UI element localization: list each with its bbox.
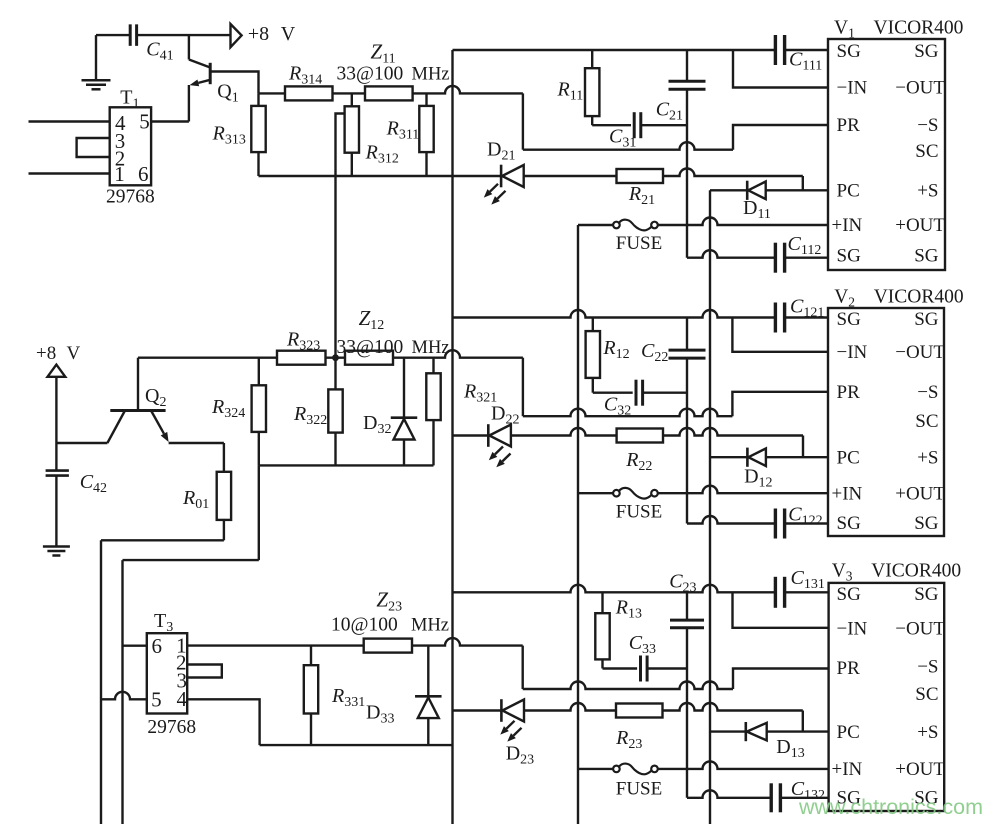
svg-text:PR: PR: [837, 658, 861, 679]
svg-text:−S: −S: [917, 657, 938, 678]
svg-text:+IN: +IN: [832, 215, 863, 236]
svg-text:V: V: [281, 23, 296, 45]
svg-text:29768: 29768: [147, 717, 196, 738]
svg-text:VICOR400: VICOR400: [874, 18, 964, 39]
svg-text:PR: PR: [837, 382, 861, 403]
svg-text:1: 1: [114, 162, 125, 186]
svg-text:+OUT: +OUT: [895, 759, 945, 780]
svg-text:−IN: −IN: [837, 618, 868, 639]
svg-text:SG: SG: [837, 788, 862, 809]
svg-text:FUSE: FUSE: [616, 233, 662, 254]
svg-text:V: V: [67, 343, 81, 364]
svg-text:3: 3: [176, 668, 187, 692]
svg-text:SG: SG: [837, 41, 862, 62]
svg-text:R322: R322: [293, 403, 327, 428]
svg-text:R11: R11: [557, 79, 584, 104]
svg-text:33@100: 33@100: [337, 63, 404, 84]
svg-text:SG: SG: [914, 41, 939, 62]
svg-text:+IN: +IN: [832, 759, 863, 780]
svg-text:6: 6: [138, 162, 149, 186]
svg-text:VICOR400: VICOR400: [874, 287, 964, 308]
svg-text:10@100: 10@100: [331, 615, 398, 636]
svg-text:MHz: MHz: [412, 64, 450, 84]
svg-text:SG: SG: [914, 246, 939, 267]
svg-text:SC: SC: [915, 411, 938, 432]
svg-text:−OUT: −OUT: [895, 618, 945, 639]
svg-text:5: 5: [139, 110, 150, 134]
svg-text:3: 3: [115, 129, 126, 153]
svg-text:C21: C21: [656, 99, 683, 124]
svg-text:PR: PR: [837, 115, 861, 136]
svg-text:2: 2: [115, 147, 126, 171]
svg-text:+S: +S: [917, 447, 938, 468]
svg-text:−S: −S: [917, 115, 938, 136]
svg-text:C32: C32: [604, 394, 631, 419]
svg-text:SG: SG: [837, 246, 862, 267]
svg-text:1: 1: [176, 634, 187, 658]
svg-text:SC: SC: [915, 684, 938, 705]
svg-text:+IN: +IN: [832, 483, 863, 504]
svg-text:PC: PC: [837, 181, 860, 202]
svg-text:SG: SG: [837, 513, 862, 534]
svg-text:SG: SG: [914, 788, 939, 809]
svg-text:4: 4: [176, 687, 187, 711]
svg-text:+OUT: +OUT: [895, 215, 945, 236]
svg-text:−OUT: −OUT: [895, 342, 945, 363]
svg-text:+S: +S: [917, 181, 938, 202]
svg-text:+OUT: +OUT: [895, 483, 945, 504]
svg-text:SG: SG: [914, 584, 939, 605]
svg-text:4: 4: [115, 111, 126, 135]
svg-text:29768: 29768: [106, 187, 155, 208]
svg-text:33@100: 33@100: [337, 337, 404, 358]
svg-text:MHz: MHz: [411, 616, 449, 636]
svg-text:FUSE: FUSE: [616, 779, 662, 800]
svg-text:SG: SG: [837, 309, 862, 330]
svg-text:FUSE: FUSE: [616, 502, 662, 523]
svg-text:2: 2: [176, 651, 187, 675]
svg-text:SG: SG: [914, 513, 939, 534]
svg-text:−OUT: −OUT: [895, 78, 945, 99]
svg-text:PC: PC: [837, 447, 860, 468]
svg-text:MHz: MHz: [412, 338, 450, 358]
svg-text:+8: +8: [248, 23, 269, 45]
svg-text:−IN: −IN: [837, 342, 868, 363]
svg-text:5: 5: [151, 687, 162, 711]
svg-text:−IN: −IN: [837, 78, 868, 99]
svg-text:+8: +8: [36, 343, 56, 364]
svg-text:−S: −S: [917, 382, 938, 403]
svg-text:VICOR400: VICOR400: [871, 560, 961, 581]
svg-text:6: 6: [152, 634, 163, 658]
svg-text:+S: +S: [917, 722, 938, 743]
svg-text:SG: SG: [837, 584, 862, 605]
svg-text:SC: SC: [915, 141, 938, 162]
svg-text:PC: PC: [837, 722, 860, 743]
svg-text:www.chtronics.com: www.chtronics.com: [798, 795, 983, 819]
svg-text:SG: SG: [914, 309, 939, 330]
